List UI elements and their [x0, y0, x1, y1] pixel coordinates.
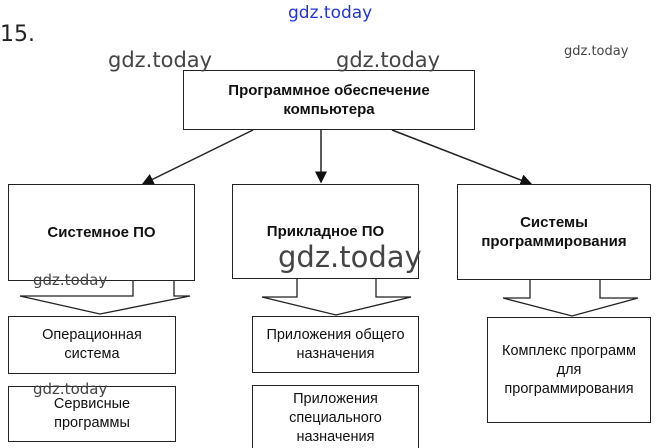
root-box: Программное обеспечение компьютера	[183, 70, 475, 130]
system-software-box: Системное ПО	[8, 184, 195, 281]
watermark: gdz.today	[108, 48, 213, 72]
programming-complex-box: Комплекс программ для программирования	[487, 317, 651, 423]
utilities-box: Сервисные программы	[8, 386, 176, 442]
callout-programming	[502, 280, 639, 317]
watermark: gdz.today	[288, 3, 373, 23]
task-number: 15.	[0, 22, 35, 47]
programming-systems-box: Системы программирования	[457, 184, 651, 280]
arrow-to-system	[141, 129, 254, 185]
watermark: gdz.today	[33, 271, 108, 289]
general-apps-box: Приложения общего назначения	[252, 316, 419, 373]
watermark: gdz.today	[564, 44, 629, 59]
special-apps-box: Приложения специального назначения	[252, 385, 419, 448]
callout-system	[19, 281, 191, 315]
applied-software-box: Прикладное ПО	[232, 184, 419, 279]
watermark: gdz.today	[278, 240, 422, 274]
os-box: Операционная система	[8, 316, 176, 374]
callout-applied	[261, 279, 412, 316]
watermark: gdz.today	[33, 380, 108, 398]
arrow-to-programming	[391, 129, 533, 186]
watermark: gdz.today	[336, 48, 441, 72]
